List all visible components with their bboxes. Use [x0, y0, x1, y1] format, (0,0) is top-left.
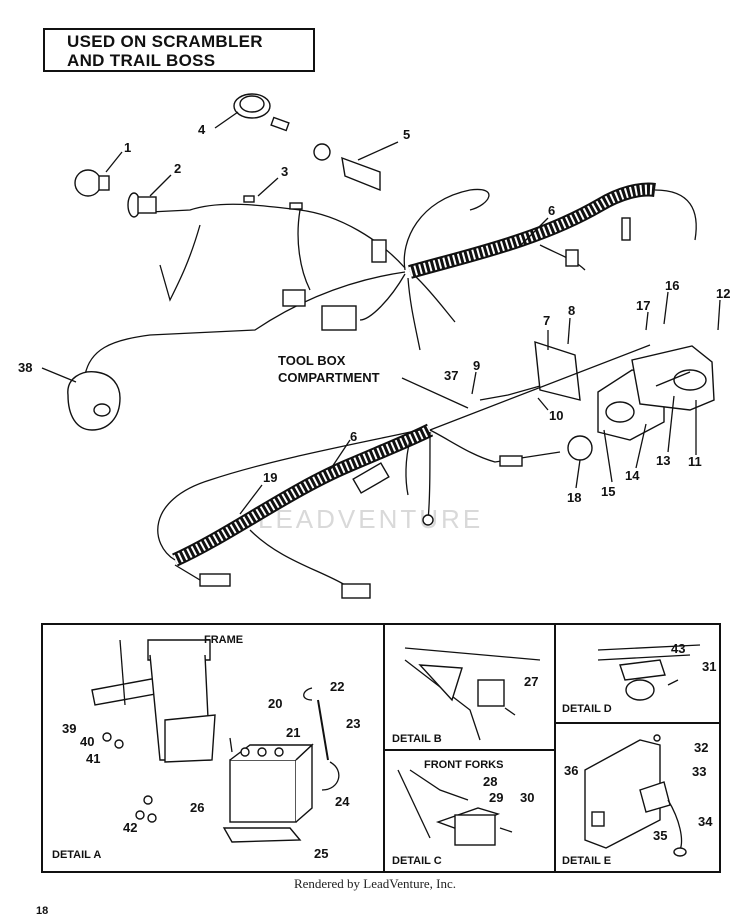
- socket-part-2: [127, 192, 157, 218]
- callout-41: 41: [86, 751, 100, 766]
- callout-33: 33: [692, 764, 706, 779]
- tool-box-label-1: TOOL BOX: [278, 353, 346, 368]
- callout-leaders: [41, 111, 721, 515]
- callout-2: 2: [174, 161, 181, 176]
- callout-34: 34: [698, 814, 713, 829]
- tool-box-label-2: COMPARTMENT: [278, 370, 380, 385]
- callout-22: 22: [330, 679, 344, 694]
- front-forks-label: FRONT FORKS: [424, 759, 503, 771]
- callout-36: 36: [564, 763, 578, 778]
- callout-9: 9: [473, 358, 480, 373]
- callout-6-upper: 6: [548, 203, 555, 218]
- detail-c-drawing: [397, 769, 513, 846]
- callout-14: 14: [625, 468, 640, 483]
- callout-29: 29: [489, 790, 503, 805]
- detail-b-drawing: [404, 647, 541, 741]
- detail-b-label: DETAIL B: [392, 733, 442, 745]
- callout-23: 23: [346, 716, 360, 731]
- callout-6-lower: 6: [350, 429, 357, 444]
- callout-21: 21: [286, 725, 300, 740]
- callout-42: 42: [123, 820, 137, 835]
- callout-32: 32: [694, 740, 708, 755]
- bulb-part-1: [74, 169, 110, 197]
- callout-26: 26: [190, 800, 204, 815]
- detail-e-drawing: [584, 734, 687, 857]
- upper-harness: [84, 182, 697, 376]
- watermark: LEADVENTURE: [258, 504, 483, 534]
- footer: Rendered by LeadVenture, Inc.: [293, 876, 457, 891]
- plug-connector-1: [282, 289, 306, 307]
- detail-panels: [41, 623, 721, 873]
- title-box: USED ON SCRAMBLER AND TRAIL BOSS: [43, 28, 315, 72]
- connector-part-3: [243, 195, 255, 203]
- page-number: 18: [36, 905, 49, 917]
- detail-e-label: DETAIL E: [562, 855, 611, 867]
- relay-connector: [371, 239, 387, 263]
- callout-12: 12: [716, 286, 730, 301]
- callout-27: 27: [524, 674, 538, 689]
- detail-a-drawing: [91, 639, 340, 843]
- callout-18: 18: [567, 490, 581, 505]
- callout-17: 17: [636, 298, 650, 313]
- callout-31: 31: [702, 659, 716, 674]
- callout-25: 25: [314, 846, 328, 861]
- callout-3: 3: [281, 164, 288, 179]
- callout-10: 10: [549, 408, 563, 423]
- connector-part-3b: [289, 202, 303, 210]
- callout-37: 37: [444, 368, 458, 383]
- ignition-switch-part-5: [313, 143, 381, 192]
- cap-part-4: [233, 93, 290, 132]
- callout-13: 13: [656, 453, 670, 468]
- callout-11: 11: [688, 454, 702, 469]
- callout-30: 30: [520, 790, 534, 805]
- callout-38: 38: [18, 360, 32, 375]
- lower-harness: [157, 344, 651, 599]
- detail-a-label: DETAIL A: [52, 849, 101, 861]
- callout-19: 19: [263, 470, 277, 485]
- branch-connector: [565, 249, 579, 267]
- callout-7: 7: [543, 313, 550, 328]
- switch-housing-part-38: [67, 371, 121, 431]
- callout-4: 4: [198, 122, 206, 137]
- callout-1: 1: [124, 140, 131, 155]
- tail-lamp-assembly: [479, 341, 715, 461]
- callout-16: 16: [665, 278, 679, 293]
- callout-35: 35: [653, 828, 667, 843]
- callout-15: 15: [601, 484, 615, 499]
- title-line-1: USED ON SCRAMBLER: [67, 32, 263, 51]
- callout-39: 39: [62, 721, 76, 736]
- callout-28: 28: [483, 774, 497, 789]
- callout-20: 20: [268, 696, 282, 711]
- end-connector: [621, 217, 631, 241]
- callout-5: 5: [403, 127, 410, 142]
- detail-d-label: DETAIL D: [562, 703, 612, 715]
- callout-24: 24: [335, 794, 350, 809]
- frame-label: FRAME: [204, 634, 243, 646]
- callout-43: 43: [671, 641, 685, 656]
- callout-40: 40: [80, 734, 94, 749]
- detail-c-label: DETAIL C: [392, 855, 442, 867]
- detail-d-drawing: [597, 644, 701, 701]
- title-line-2: AND TRAIL BOSS: [67, 51, 216, 70]
- plug-connector-2: [321, 305, 357, 331]
- callout-8: 8: [568, 303, 575, 318]
